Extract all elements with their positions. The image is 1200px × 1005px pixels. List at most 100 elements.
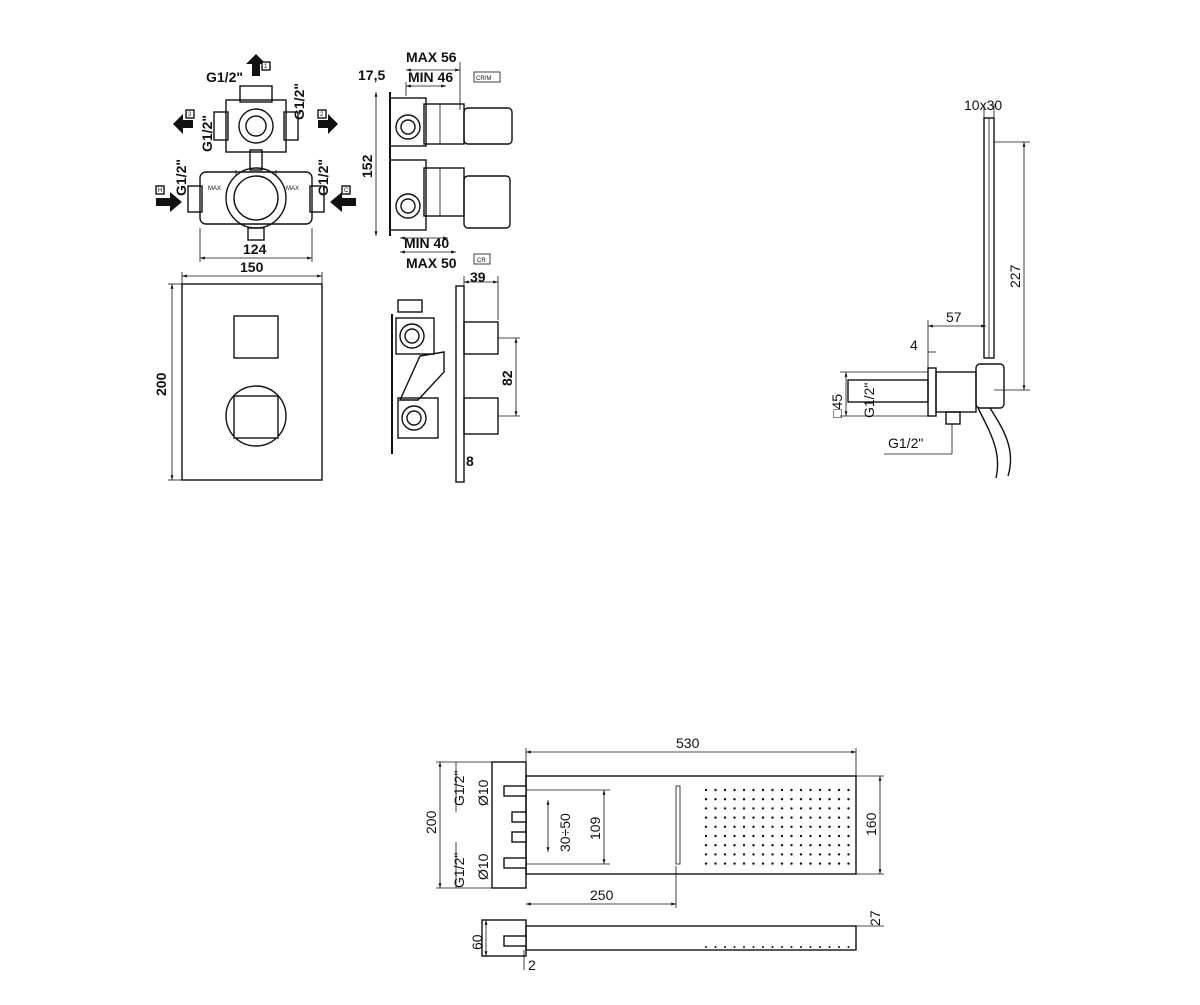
nozzle-dot <box>761 834 765 838</box>
nozzle-dot <box>799 844 803 847</box>
rainhead-dim-250: 250 <box>590 887 614 903</box>
nozzle-dot <box>761 825 765 828</box>
nozzle-dot <box>723 825 727 828</box>
nozzle-dot <box>847 788 850 792</box>
nozzle-dot <box>742 788 746 792</box>
nozzle-dot <box>790 807 793 810</box>
nozzle-dot <box>704 834 708 838</box>
thread-label-left-mid: G1/2" <box>199 115 215 152</box>
dim-124: 124 <box>243 241 267 257</box>
nozzle-dot <box>828 816 831 819</box>
nozzle-dot <box>733 816 736 819</box>
nozzle-dot <box>761 853 765 856</box>
nozzle-dot <box>733 853 736 856</box>
handshower-dim-4: 4 <box>910 337 918 353</box>
nozzle-dot <box>704 825 708 828</box>
rainhead-thread-top: G1/2" <box>451 771 467 806</box>
nozzle-dot <box>723 862 727 865</box>
nozzle-dot <box>752 788 755 792</box>
nozzle-dot <box>733 807 736 810</box>
nozzle-dot <box>704 798 708 801</box>
plate-side-view: 39 82 8 <box>391 269 520 483</box>
rainhead-dim-60: 60 <box>469 934 485 950</box>
rainhead-dim-160: 160 <box>863 812 879 836</box>
nozzle-dot <box>790 834 793 838</box>
nozzle-dot <box>780 853 784 856</box>
nozzle-dot <box>771 825 774 828</box>
nozzle-dot <box>714 834 717 838</box>
nozzle-dot <box>837 853 841 856</box>
rainhead-dim-200: 200 <box>423 810 439 834</box>
rainhead-dia-bottom: Ø10 <box>475 853 491 880</box>
port-2-label: 2 <box>320 112 324 118</box>
nozzle-dot <box>771 807 774 810</box>
thread-label-top: G1/2" <box>206 69 243 85</box>
nozzle-dot <box>761 844 765 847</box>
nozzle-dot <box>742 798 746 801</box>
nozzle-dot <box>752 825 755 828</box>
thread-label-left-low: G1/2" <box>173 159 189 196</box>
rainhead-view: 530 160 200 G1/2" Ø10 G1/2" Ø10 30÷50 10… <box>423 735 884 973</box>
nozzle-dot <box>704 807 708 810</box>
nozzle-dot <box>799 825 803 828</box>
nozzle-dot <box>790 825 793 828</box>
nozzle-dot <box>847 844 850 847</box>
nozzle-dot <box>723 834 727 838</box>
max-label-left: MAX <box>208 186 221 192</box>
nozzle-dot <box>780 788 784 792</box>
nozzle-dot <box>818 816 822 819</box>
nozzle-dot <box>847 825 850 828</box>
nozzle-dot <box>723 816 727 819</box>
nozzle-dot <box>761 862 765 865</box>
nozzle-dot <box>790 798 793 801</box>
nozzle-dot <box>799 862 803 865</box>
nozzle-dot <box>780 807 784 810</box>
nozzle-dot <box>752 807 755 810</box>
thread-label-top-right: G1/2" <box>291 83 307 120</box>
nozzle-dot <box>761 807 765 810</box>
nozzle-dot <box>704 844 708 847</box>
nozzle-dot <box>837 825 841 828</box>
nozzle-dot <box>847 807 850 810</box>
nozzle-dot <box>714 844 717 847</box>
nozzle-dot <box>809 853 812 856</box>
mixer-top-view: 1 2 3 H C MAX MAX G1/2" G1/2" G1/2" G1/2… <box>155 54 356 262</box>
nozzle-dot <box>809 816 812 819</box>
nozzle-dot <box>771 946 774 948</box>
nozzle-dot <box>704 816 708 819</box>
nozzle-dot <box>818 834 822 838</box>
nozzle-dot <box>752 798 755 801</box>
port-h-label: H <box>158 188 162 194</box>
nozzle-dot <box>771 844 774 847</box>
dim-152: 152 <box>359 154 375 178</box>
nozzle-dot <box>809 862 812 865</box>
nozzle-dot <box>771 834 774 838</box>
nozzle-pattern <box>704 788 850 948</box>
nozzle-dot <box>837 844 841 847</box>
nozzle-dot <box>837 798 841 801</box>
port-1-label: 1 <box>264 64 268 70</box>
rainhead-dim-2: 2 <box>528 957 536 973</box>
nozzle-dot <box>752 844 755 847</box>
nozzle-dot <box>714 946 717 948</box>
nozzle-dot <box>818 825 822 828</box>
badge-cr: CR <box>477 258 486 264</box>
nozzle-dot <box>780 825 784 828</box>
nozzle-dot <box>837 862 841 865</box>
rainhead-dim-530: 530 <box>676 735 700 751</box>
nozzle-dot <box>799 798 803 801</box>
nozzle-dot <box>818 807 822 810</box>
nozzle-dot <box>761 798 765 801</box>
nozzle-dot <box>790 862 793 865</box>
nozzle-dot <box>780 844 784 847</box>
nozzle-dot <box>828 798 831 801</box>
plate-side-dim-82: 82 <box>499 370 515 386</box>
plate-side-dim-39: 39 <box>470 269 486 285</box>
nozzle-dot <box>828 825 831 828</box>
nozzle-dot <box>847 798 850 801</box>
handshower-thread-vertical: G1/2" <box>861 383 877 418</box>
nozzle-dot <box>723 853 727 856</box>
handshower-dim-10x30: 10x30 <box>964 97 1002 113</box>
nozzle-dot <box>818 844 822 847</box>
